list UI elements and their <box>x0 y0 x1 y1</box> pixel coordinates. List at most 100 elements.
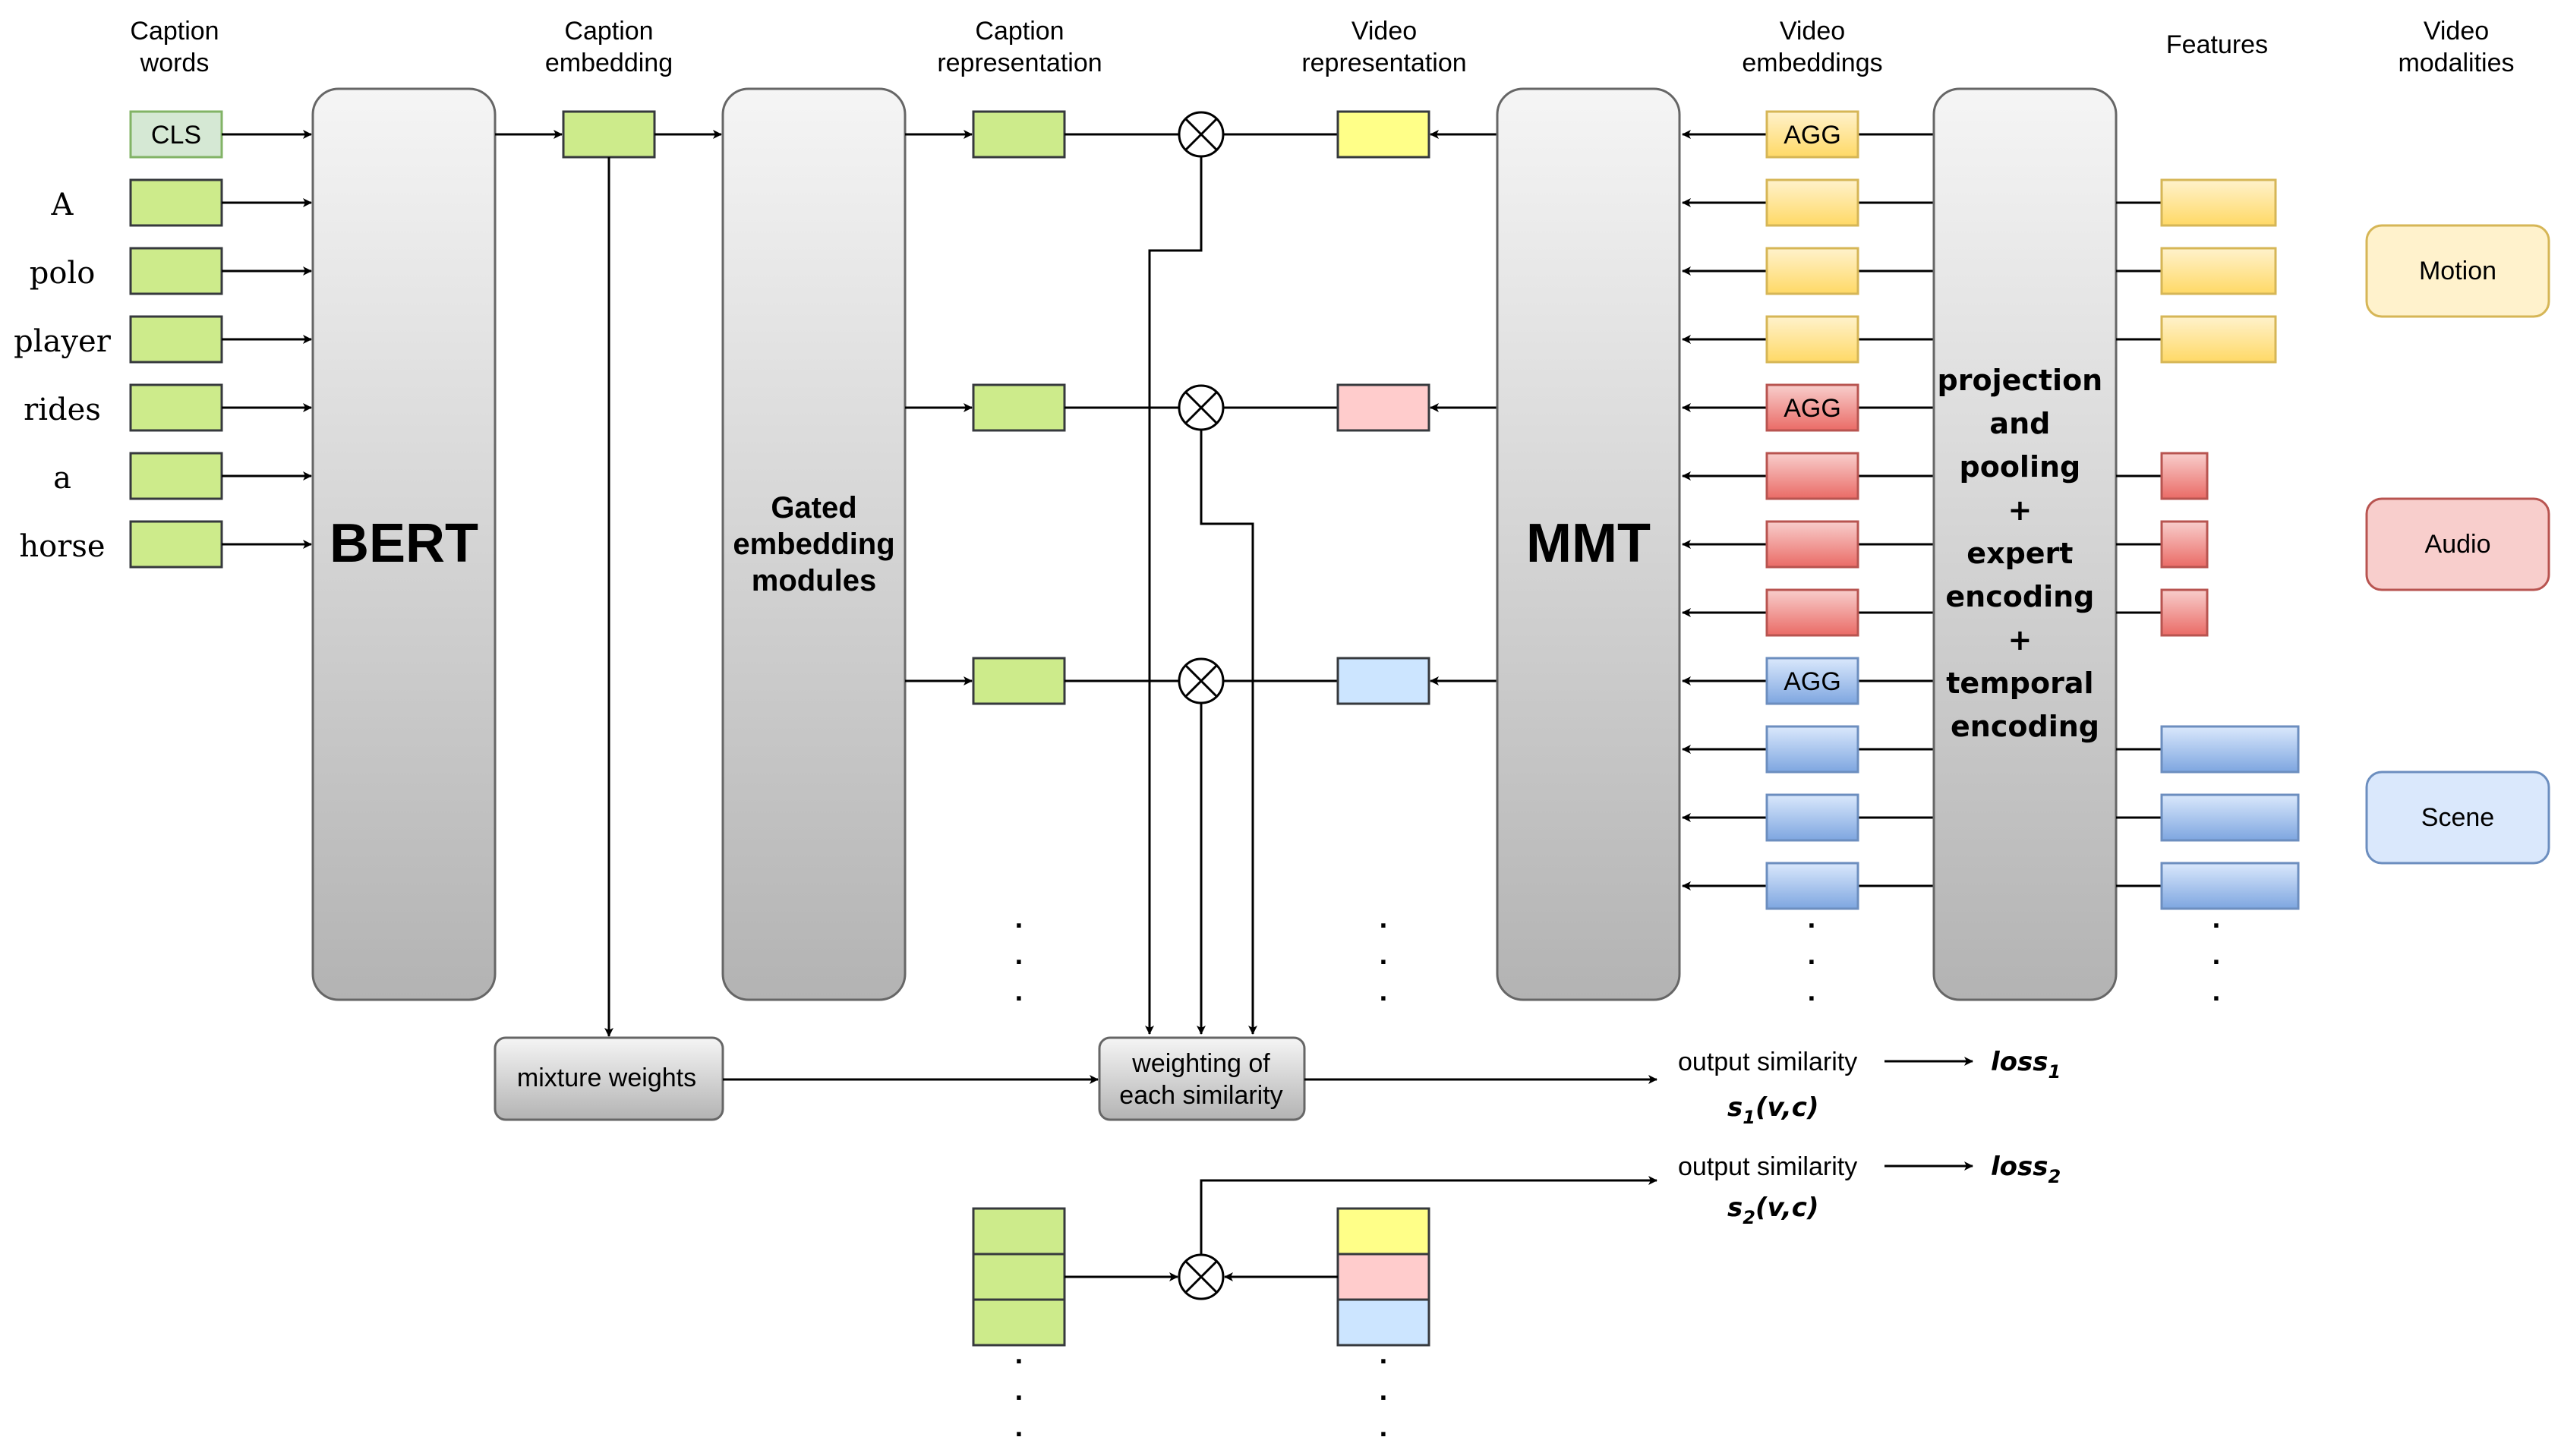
scene-feature-box <box>2160 793 2300 842</box>
similarity-lines <box>1064 133 1338 682</box>
word-embedding-box <box>129 452 223 500</box>
multiply-icon <box>1178 657 1225 704</box>
concatenated-caption-rep <box>972 1207 1066 1347</box>
svg-text:·: · <box>1015 1382 1025 1414</box>
scene-embedding-box <box>1765 725 1859 774</box>
svg-text:·: · <box>1808 947 1818 979</box>
svg-text:·: · <box>1015 983 1025 1015</box>
similarity-s2: s2(v,c) <box>1727 1193 1819 1228</box>
svg-text:·: · <box>1380 1419 1389 1451</box>
ellipsis-bottom-caption: · · · <box>1015 1346 1025 1451</box>
video-representation-scene <box>1336 657 1430 705</box>
mmt-label: MMT <box>1526 513 1651 574</box>
motion-feature-box <box>2160 178 2277 227</box>
modality-motion-label: Motion <box>2419 257 2496 285</box>
agg-label: AGG <box>1784 667 1841 696</box>
projection-pooling-label: projection and pooling + expert encoding… <box>1938 364 2113 743</box>
audio-feature-box <box>2160 520 2209 569</box>
svg-text:·: · <box>2212 910 2222 942</box>
motion-embedding-box <box>1765 178 1859 227</box>
feature-connectors <box>2116 201 2162 887</box>
agg-label: AGG <box>1784 394 1841 423</box>
similarity-to-weighting-arrows <box>1145 156 1257 1035</box>
svg-text:·: · <box>1380 983 1389 1015</box>
agg-token-scene <box>1765 657 1859 705</box>
scene-embedding-box <box>1765 862 1859 910</box>
audio-embedding-box <box>1765 452 1859 500</box>
caption-representation-box <box>972 1207 1066 1256</box>
motion-embeddings <box>1765 178 1859 364</box>
loss-2: loss2 <box>1991 1152 2061 1187</box>
svg-text:·: · <box>1808 983 1818 1015</box>
caption-word: horse <box>19 529 105 564</box>
agg-label: AGG <box>1784 121 1841 150</box>
word-embedding-box <box>129 178 223 227</box>
word-to-bert-arrows <box>222 130 312 549</box>
caption-representation-box <box>972 657 1066 705</box>
dot-product-operators <box>1178 111 1225 704</box>
motion-embedding-box <box>1765 247 1859 295</box>
audio-feature-box <box>2160 588 2209 637</box>
caption-representation-box <box>972 1253 1066 1301</box>
modality-motion <box>2365 224 2550 318</box>
concat-video-rep-motion <box>1336 1207 1430 1256</box>
scene-features <box>2160 725 2300 910</box>
caption-word: A <box>51 188 74 222</box>
cls-token-box <box>129 110 223 159</box>
motion-feature-box <box>2160 315 2277 364</box>
video-representation-motion <box>1336 110 1430 159</box>
scene-feature-box <box>2160 725 2300 774</box>
ellipsis-caption-rep: · · · <box>1015 910 1025 1015</box>
bert-label: BERT <box>330 513 478 574</box>
ellipsis-video-rep: · · · <box>1380 910 1389 1015</box>
svg-text:·: · <box>1380 910 1389 942</box>
svg-text:·: · <box>2212 947 2222 979</box>
caption-representation-box <box>972 110 1066 159</box>
caption-embedding-box <box>562 110 656 159</box>
audio-feature-box <box>2160 452 2209 500</box>
video-representation-audio <box>1336 383 1430 432</box>
output-similarity-1-label: output similarity <box>1678 1048 1857 1076</box>
multiply-to-output-2-arrow <box>1200 1176 1657 1255</box>
audio-features <box>2160 452 2209 637</box>
multiply-icon <box>1178 384 1225 431</box>
svg-text:·: · <box>1808 910 1818 942</box>
ellipsis-video-embeddings: · · · <box>1808 910 1818 1015</box>
modality-audio <box>2365 497 2550 591</box>
svg-text:·: · <box>1380 1382 1389 1414</box>
bert-block <box>311 87 497 1001</box>
svg-text:·: · <box>1015 1419 1025 1451</box>
gated-to-caption-rep-arrows <box>905 130 973 685</box>
motion-features <box>2160 178 2277 364</box>
loss-1: loss1 <box>1991 1047 2061 1083</box>
caption-word: rides <box>24 392 101 427</box>
motion-embedding-box <box>1765 315 1859 364</box>
caption-representation-box <box>972 383 1066 432</box>
mmt-block <box>1496 87 1681 1001</box>
audio-embeddings <box>1765 452 1859 637</box>
multiply-icon <box>1178 111 1225 158</box>
concat-video-rep-scene <box>1336 1298 1430 1347</box>
multiply-icon <box>1178 1253 1225 1300</box>
caption-word: player <box>14 324 112 359</box>
modality-audio-label: Audio <box>2425 530 2491 559</box>
agg-connectors <box>1858 133 1934 682</box>
audio-embedding-box <box>1765 588 1859 637</box>
svg-text:·: · <box>1015 947 1025 979</box>
output-similarity-2-label: output similarity <box>1678 1152 1857 1181</box>
caption-representation-box <box>972 1298 1066 1347</box>
word-embedding-box <box>129 315 223 364</box>
ellipsis-bottom-video: · · · <box>1380 1346 1389 1451</box>
ellipsis-features: · · · <box>2212 910 2222 1015</box>
cls-token-label: CLS <box>151 121 201 150</box>
word-embedding-box <box>129 247 223 295</box>
svg-text:·: · <box>1015 910 1025 942</box>
